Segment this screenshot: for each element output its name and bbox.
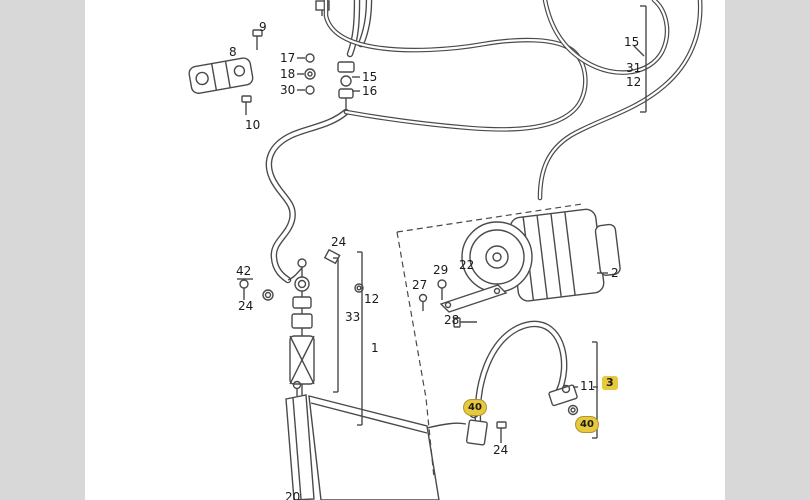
callout-27: 27 bbox=[412, 278, 428, 292]
right-parts-bracket bbox=[633, 5, 647, 113]
callout-15: 15 bbox=[362, 70, 378, 84]
callout-20: 20 bbox=[285, 490, 301, 500]
callout-24: 24 bbox=[331, 235, 347, 249]
callout-12: 12 bbox=[626, 75, 642, 89]
callout-42: 42 bbox=[236, 264, 252, 278]
callout-30: 30 bbox=[280, 83, 296, 97]
refrigerant-pipes bbox=[265, 0, 703, 284]
callout-24: 24 bbox=[493, 443, 509, 457]
callout-2: 2 bbox=[611, 266, 619, 280]
callout-28: 28 bbox=[444, 313, 460, 327]
callout-11: 11 bbox=[580, 379, 596, 393]
mounting-bracket-part bbox=[188, 29, 263, 115]
group-brackets bbox=[333, 251, 363, 426]
receiver-drier-stack bbox=[287, 248, 364, 395]
compressor-bracket-and-bolts bbox=[418, 279, 508, 328]
callout-15: 15 bbox=[624, 35, 640, 49]
callout-3[interactable]: 3 bbox=[602, 376, 618, 391]
discharge-hose-drawing bbox=[465, 320, 598, 446]
bolt-11-icon bbox=[561, 384, 571, 394]
callout-1: 1 bbox=[371, 341, 379, 355]
washer-40-right-icon bbox=[567, 404, 579, 416]
callout-16: 16 bbox=[362, 84, 378, 98]
callout-24: 24 bbox=[238, 299, 254, 313]
callout-10: 10 bbox=[245, 118, 261, 132]
callout-33: 33 bbox=[345, 310, 361, 324]
callout-12: 12 bbox=[364, 292, 380, 306]
callout-9: 9 bbox=[259, 20, 267, 34]
condenser-drawing bbox=[285, 380, 467, 500]
callout-40[interactable]: 40 bbox=[463, 399, 487, 416]
callout-22: 22 bbox=[459, 258, 475, 272]
small-fittings-column bbox=[297, 53, 316, 95]
grommet-12-icon bbox=[354, 283, 364, 293]
callout-17: 17 bbox=[280, 51, 296, 65]
callout-31: 31 bbox=[626, 61, 642, 75]
valve-stack-15-16 bbox=[337, 61, 360, 112]
callout-40[interactable]: 40 bbox=[575, 416, 599, 433]
callout-18: 18 bbox=[280, 67, 296, 81]
callout-8: 8 bbox=[229, 45, 237, 59]
callout-29: 29 bbox=[433, 263, 449, 277]
left-bolt-and-union bbox=[237, 278, 274, 301]
